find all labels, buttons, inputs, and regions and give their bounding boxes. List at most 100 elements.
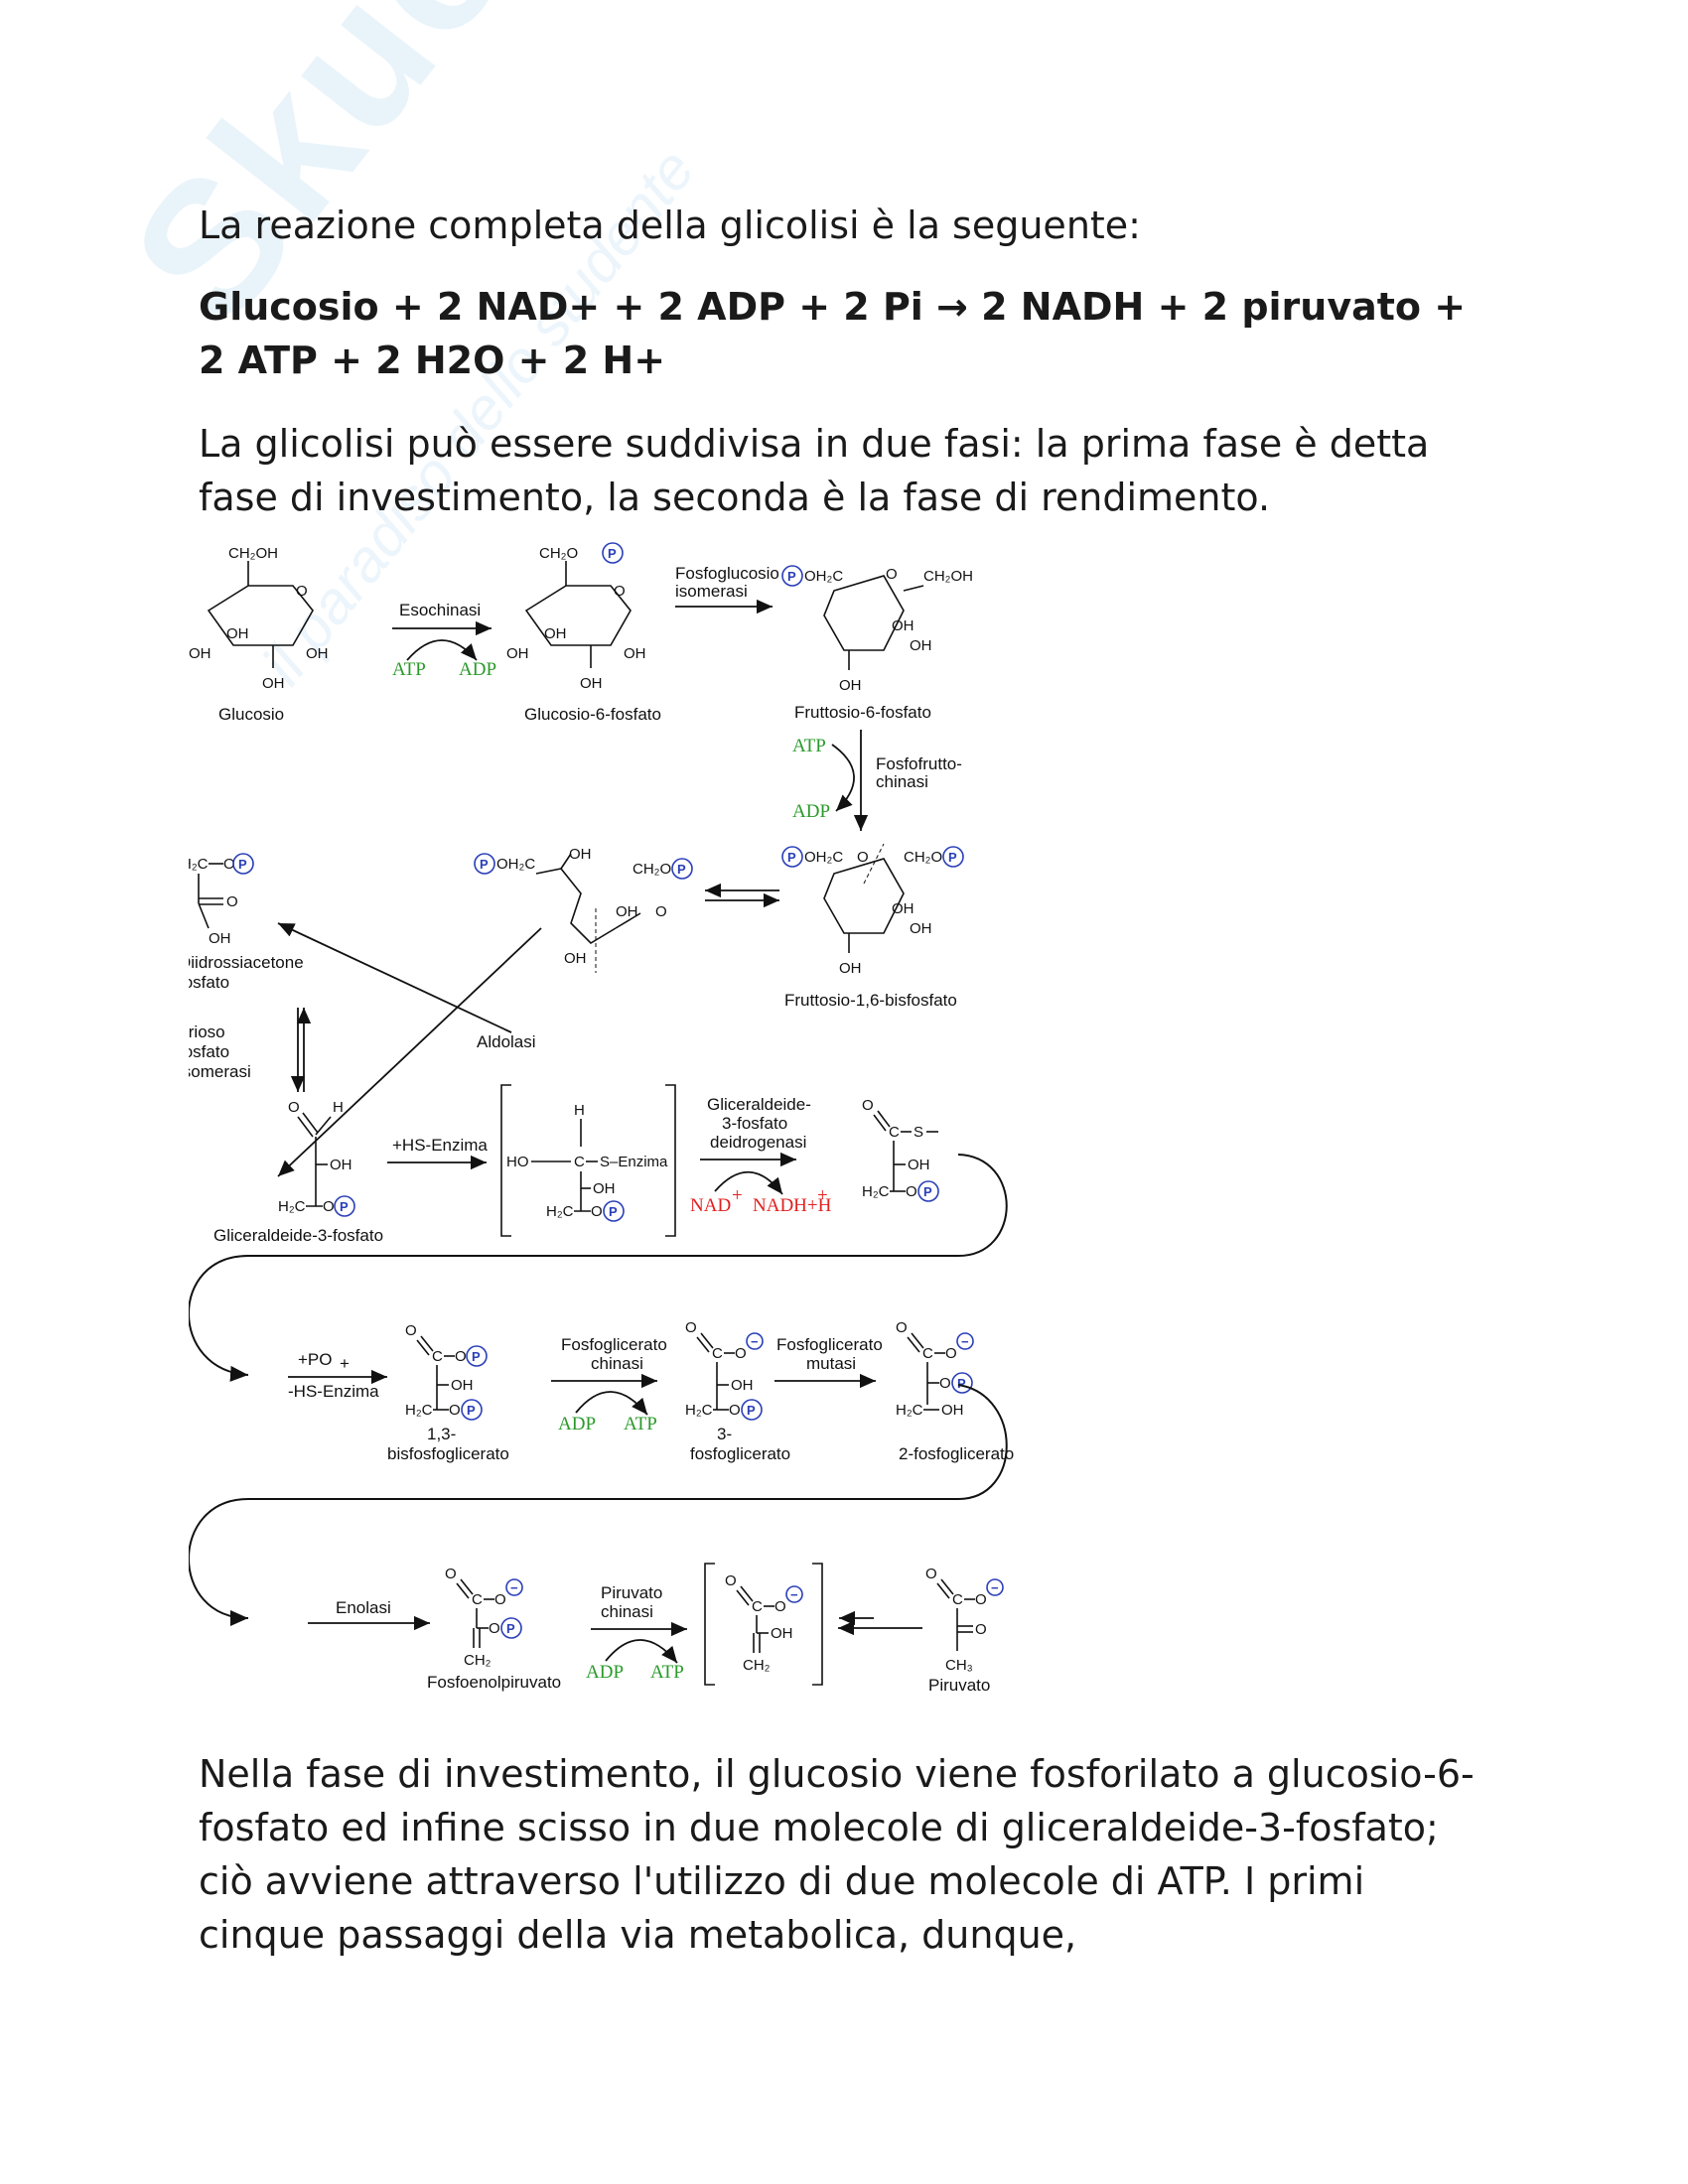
reagent-hs-enzima: +HS-Enzima: [392, 1136, 488, 1155]
svg-text:O: O: [735, 1345, 747, 1362]
reagent-minus-hs-enzima: -HS-Enzima: [288, 1382, 379, 1401]
svg-text:OH: OH: [771, 1625, 793, 1642]
svg-text:OH₂C: OH₂C: [804, 568, 843, 585]
svg-text:O: O: [857, 849, 869, 866]
enzyme-mutasi: mutasi: [806, 1354, 856, 1373]
svg-text:P: P: [340, 1199, 349, 1214]
svg-text:H₂C: H₂C: [405, 1402, 433, 1419]
svg-text:P: P: [467, 1403, 476, 1418]
svg-text:O: O: [655, 903, 667, 920]
svg-text:OH: OH: [569, 846, 592, 863]
label-glucosio: Glucosio: [218, 705, 284, 724]
enzyme-enolasi: Enolasi: [336, 1598, 391, 1617]
enzyme-gapdh-3-fosfato: 3-fosfato: [722, 1114, 787, 1133]
svg-text:O: O: [494, 1591, 506, 1608]
svg-text:H: H: [333, 1099, 344, 1116]
enzyme-aldolasi: Aldolasi: [477, 1032, 536, 1051]
svg-text:O: O: [223, 856, 235, 873]
svg-text:O: O: [489, 1620, 500, 1637]
svg-text:OH: OH: [506, 645, 529, 662]
gap-structure: O H OH H₂C O P: [278, 1099, 355, 1217]
enzyme-gliceraldeide: Gliceraldeide-: [707, 1095, 811, 1114]
svg-text:OH: OH: [580, 675, 603, 692]
svg-text:CH₂O: CH₂O: [539, 545, 578, 562]
svg-text:C: C: [889, 1124, 900, 1141]
gapdh-nadh: NADH+H: [753, 1195, 832, 1216]
svg-text:O: O: [685, 1319, 697, 1336]
svg-text:O: O: [725, 1572, 737, 1589]
svg-text:CH₂: CH₂: [743, 1657, 771, 1674]
svg-text:P: P: [609, 1204, 618, 1219]
dhap-structure: H₂C O P O OH: [189, 853, 254, 947]
svg-text:O: O: [975, 1591, 987, 1608]
svg-text:CH₂O: CH₂O: [904, 849, 942, 866]
svg-text:P: P: [238, 857, 247, 872]
label-3: 3-: [717, 1425, 732, 1443]
svg-text:O: O: [906, 1183, 917, 1200]
svg-text:OH: OH: [892, 617, 914, 634]
phases-paragraph: La glicolisi può essere suddivisa in due…: [199, 422, 1430, 519]
svg-text:O: O: [774, 1598, 786, 1615]
glucose-structure: CH₂OH O OH OH OH OH: [189, 545, 329, 692]
svg-text:O: O: [445, 1566, 457, 1582]
svg-text:OH: OH: [262, 675, 285, 692]
svg-text:H₂C: H₂C: [862, 1183, 890, 1200]
svg-text:O: O: [729, 1402, 741, 1419]
svg-text:C: C: [952, 1591, 963, 1608]
svg-text:O: O: [896, 1319, 908, 1336]
svg-text:C: C: [712, 1345, 723, 1362]
hexokinase-atp: ATP: [392, 659, 426, 680]
svg-text:OH₂C: OH₂C: [804, 849, 843, 866]
svg-text:O: O: [226, 893, 238, 910]
svg-text:C: C: [752, 1598, 763, 1615]
f6p-structure: P OH₂C O CH₂OH OH OH OH: [781, 565, 973, 694]
svg-text:O: O: [288, 1099, 300, 1116]
svg-text:CH₂: CH₂: [464, 1652, 492, 1669]
pgk-atp: ATP: [624, 1414, 657, 1434]
svg-text:P: P: [923, 1184, 932, 1199]
pfk-adp: ADP: [792, 801, 830, 822]
svg-text:H₂C: H₂C: [278, 1198, 306, 1215]
svg-text:OH: OH: [839, 960, 862, 977]
svg-text:−: −: [991, 1580, 999, 1595]
svg-text:P: P: [787, 850, 796, 865]
enzyme-chinasi-pgk: chinasi: [591, 1354, 643, 1373]
enzyme-tpi-fosfato: fosfato: [189, 1042, 229, 1061]
enolpyruvate-structure: O C O − OH CH₂: [704, 1563, 823, 1686]
pep-structure: O C O − O P CH₂: [445, 1566, 523, 1669]
pfk-atp: ATP: [792, 736, 826, 756]
enzyme-esochinasi: Esochinasi: [399, 601, 481, 619]
svg-text:C: C: [574, 1154, 585, 1170]
pg2-structure: O C O − O P H₂C OH: [896, 1319, 974, 1419]
svg-text:H₂C: H₂C: [546, 1203, 574, 1220]
enzyme-chinasi-pk: chinasi: [601, 1602, 653, 1621]
svg-text:S–Enzima: S–Enzima: [600, 1154, 668, 1170]
pgk-adp: ADP: [558, 1414, 596, 1434]
svg-text:OH: OH: [189, 645, 211, 662]
enzyme-fosfofrutto: Fosfofrutto-: [876, 754, 962, 773]
svg-text:S: S: [914, 1124, 923, 1141]
svg-text:OH: OH: [564, 950, 587, 967]
svg-text:P: P: [677, 862, 686, 877]
f16bp-structure: P OH₂C O CH₂O P OH OH OH: [781, 843, 964, 977]
svg-text:OH: OH: [941, 1402, 964, 1419]
thioester-structure: O C S OH H₂C O P: [862, 1097, 939, 1202]
svg-text:P: P: [747, 1403, 756, 1418]
svg-text:CH₃: CH₃: [945, 1657, 973, 1674]
glucose-ch2oh: CH₂OH: [228, 545, 278, 562]
svg-text:O: O: [323, 1198, 335, 1215]
svg-text:O: O: [975, 1621, 987, 1638]
pyruvate-structure: O C O − O CH₃: [925, 1566, 1004, 1674]
svg-text:−: −: [751, 1334, 759, 1349]
svg-text:CH₂O: CH₂O: [633, 861, 671, 878]
svg-text:P: P: [608, 546, 617, 561]
svg-text:CH₂OH: CH₂OH: [923, 568, 973, 585]
enzyme-isomerasi: isomerasi: [675, 582, 748, 601]
svg-text:OH: OH: [451, 1377, 474, 1394]
enzyme-fosfoglicerato-pgk: Fosfoglicerato: [561, 1335, 667, 1354]
enzyme-chinasi-pfk: chinasi: [876, 772, 928, 791]
svg-text:O: O: [405, 1322, 417, 1339]
svg-text:−: −: [790, 1587, 798, 1602]
svg-text:OH: OH: [544, 625, 567, 642]
svg-text:OH: OH: [731, 1377, 754, 1394]
